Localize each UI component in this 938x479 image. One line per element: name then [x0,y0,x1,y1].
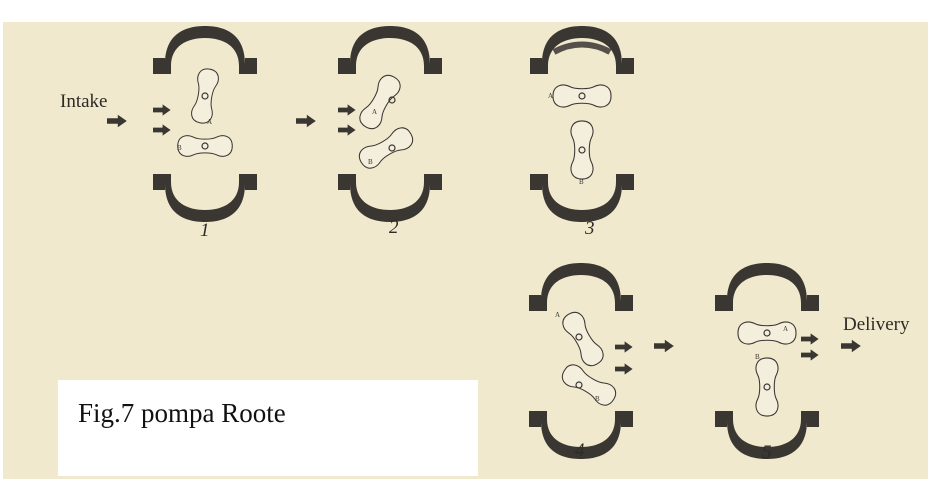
intake-label: Intake [60,91,107,112]
figure-caption: Fig.7 pompa Roote [78,398,286,429]
stage-number-2: 2 [389,217,399,238]
top-margin [0,0,938,22]
right-margin [928,0,938,479]
stage-number-3: 3 [584,218,595,239]
stage-number-5: 5 [762,442,772,463]
svg-text:B: B [595,395,600,403]
delivery-label: Delivery [843,314,910,335]
svg-text:A: A [207,118,212,126]
svg-text:B: B [579,178,584,186]
svg-text:A: A [555,311,560,319]
svg-text:B: B [177,144,182,152]
caption-box: Fig.7 pompa Roote [58,380,478,476]
stage-number-1: 1 [200,220,210,241]
left-margin [0,0,3,479]
svg-text:A: A [783,325,788,333]
svg-text:B: B [368,158,373,166]
stage-number-4: 4 [575,440,585,461]
svg-text:B: B [755,353,760,361]
svg-text:A: A [372,108,377,116]
svg-text:A: A [548,92,553,100]
